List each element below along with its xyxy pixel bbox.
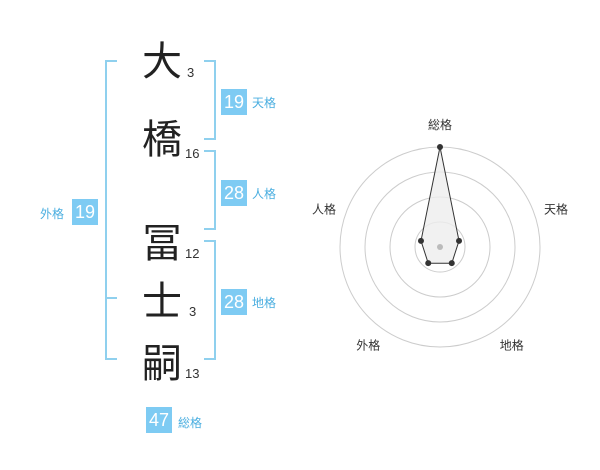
soukaku-label: 総格 (178, 416, 203, 430)
radar-center-dot (437, 244, 443, 250)
radar-axis-label-5: 人格 (312, 201, 336, 216)
tenkaku-bracket (204, 60, 216, 140)
radar-axis-label-2: 天格 (544, 201, 568, 216)
soukaku-badge: 47 (146, 407, 172, 433)
stroke-count-2: 16 (185, 146, 200, 161)
radar-point-4 (425, 260, 432, 267)
stroke-count-1: 3 (187, 65, 195, 80)
name-char-1: 大 (142, 39, 182, 85)
name-char-2: 橋 (142, 117, 182, 163)
radar-point-3 (448, 260, 455, 267)
jinkaku-bracket (204, 150, 216, 230)
tenkaku-badge: 19 (221, 89, 247, 115)
stroke-count-3: 12 (185, 246, 200, 261)
name-char-4: 士 (142, 279, 182, 325)
chikaku-badge: 28 (221, 289, 247, 315)
chikaku-bracket (204, 240, 216, 360)
radar-polygon (420, 146, 460, 264)
jinkaku-label: 人格 (252, 187, 277, 201)
stroke-count-5: 13 (185, 366, 200, 381)
gaikaku-bracket (105, 60, 117, 360)
gaikaku-divider (105, 297, 117, 299)
gaikaku-badge: 19 (72, 199, 98, 225)
radar-point-5 (417, 237, 424, 244)
chikaku-label: 地格 (252, 296, 277, 310)
radar-point-2 (456, 237, 463, 244)
radar-axis-label-3: 地格 (500, 338, 524, 353)
radar-shape (417, 144, 463, 267)
radar-axis-label-4: 外格 (356, 338, 380, 353)
tenkaku-label: 天格 (252, 96, 277, 110)
gaikaku-label: 外格 (40, 207, 65, 221)
stroke-count-4: 3 (189, 304, 197, 319)
name-char-3: 冨 (142, 221, 182, 267)
name-char-5: 嗣 (142, 341, 182, 387)
radar-axis-label-1: 総格 (428, 117, 452, 132)
radar-point-1 (437, 144, 443, 150)
jinkaku-badge: 28 (221, 180, 247, 206)
